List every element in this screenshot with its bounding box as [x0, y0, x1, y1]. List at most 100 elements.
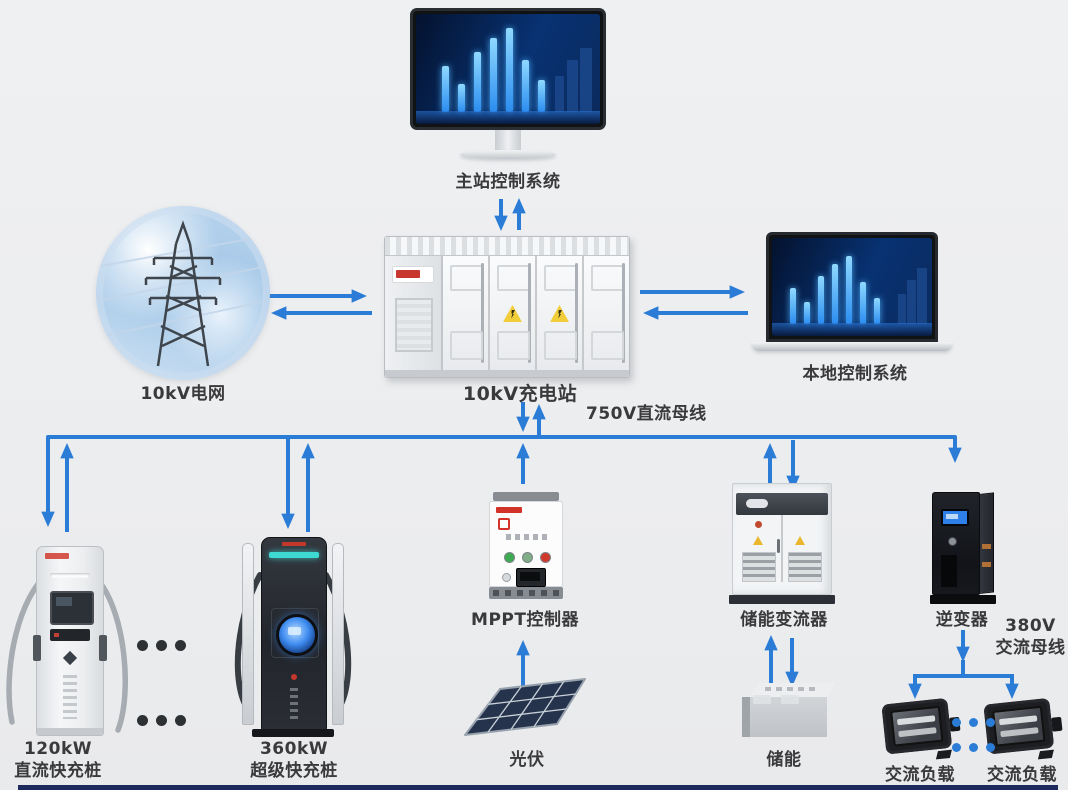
- charger-360kw: [234, 537, 352, 737]
- brand-logo: [45, 553, 69, 559]
- terminal-block: [489, 587, 563, 599]
- card-slot: [50, 573, 90, 578]
- arrows-pcs-bus: [763, 440, 800, 491]
- inverter-plinth: [930, 595, 996, 604]
- arrows-station-laptop: [640, 285, 748, 320]
- ellipsis-dots-blue: [952, 743, 995, 752]
- cabinet-body: [732, 483, 832, 595]
- ac-load-left-label: 交流负载: [885, 765, 955, 785]
- round-screen: [276, 614, 318, 656]
- storage-converter-cabinet: [729, 483, 835, 604]
- ellipsis-dots-blue: [952, 718, 995, 727]
- model-text: [506, 534, 550, 540]
- indicator-dot: [291, 674, 297, 680]
- arrows-station-bus: [516, 402, 546, 436]
- ac-bus-label-line1: 380V: [1005, 616, 1056, 636]
- charger-side-frame: [332, 543, 344, 725]
- station-roof-corrugation: [385, 237, 629, 256]
- station-logo: [392, 266, 434, 283]
- ellipsis-dots-dark: [137, 715, 186, 726]
- mppt-controller: [489, 492, 563, 600]
- bottom-strip: [18, 785, 1058, 790]
- warning-triangle-icon: [550, 305, 569, 322]
- monitor-base: [460, 150, 556, 159]
- ac-load-right-label: 交流负载: [987, 765, 1057, 785]
- door-handle: [777, 539, 780, 553]
- charger-120kw-label: 120kW 直流快充桩: [2, 738, 114, 783]
- bar-chart-display: [416, 14, 600, 124]
- main-control-label: 主站控制系统: [455, 172, 561, 192]
- bar-chart-display: [772, 238, 932, 336]
- station-door: [537, 256, 584, 370]
- status-led-green-dim: [522, 552, 533, 563]
- ac-bus-label: 380V 交流母线: [993, 615, 1068, 660]
- status-led-red: [540, 552, 551, 563]
- inverter-vent: [941, 555, 957, 587]
- charger-360kw-label-line1: 360kW: [259, 739, 329, 759]
- arrows-monitor-station: [494, 198, 526, 231]
- status-led-green: [504, 552, 515, 563]
- station-door: [490, 256, 537, 370]
- monitor-screen: [410, 8, 606, 130]
- grid-photo-circle: [96, 206, 270, 380]
- ac-load-floodlight-left: [879, 693, 961, 762]
- floodlight-body: [881, 697, 953, 755]
- knob: [502, 573, 511, 582]
- charger-cables: [6, 577, 128, 733]
- gun-holster: [99, 635, 107, 661]
- station-label: 10kV充电站: [462, 383, 578, 405]
- floodlight-mount: [1051, 716, 1063, 732]
- station-base-rail: [385, 370, 629, 377]
- monitor-stand: [495, 130, 521, 150]
- station-door: [443, 256, 490, 370]
- charger-text-panel: [63, 675, 77, 719]
- status-light-strip: [269, 552, 319, 558]
- pv-label: 光伏: [509, 750, 545, 770]
- vent-grille: [742, 552, 776, 582]
- inverter-button: [948, 537, 957, 546]
- charger-keypad: [50, 629, 90, 641]
- ess-label: 储能: [766, 750, 802, 770]
- brand-glyph: [498, 518, 510, 530]
- brand-logo: [282, 542, 306, 546]
- charger-screen: [50, 591, 94, 625]
- inverter-cabinet: [930, 492, 996, 604]
- vent-grille: [788, 552, 822, 582]
- cabinet-plinth: [729, 595, 835, 604]
- charger-base: [37, 728, 103, 735]
- floodlight-lens: [992, 705, 1046, 747]
- charger-120kw: [6, 546, 128, 738]
- station-end-panel: [385, 256, 443, 370]
- charger-360kw-label: 360kW 超级快充桩: [234, 738, 354, 783]
- solar-panel: [464, 678, 586, 736]
- gun-holster: [33, 635, 41, 661]
- charger-body: [261, 537, 327, 731]
- charger-base: [252, 729, 334, 737]
- arrows-bus-chargers: [60, 439, 315, 532]
- inverter-screen: [941, 509, 969, 526]
- storage-battery-box: [735, 683, 835, 739]
- floodlight-lens: [890, 705, 944, 747]
- charger-120kw-label-line2: 直流快充桩: [14, 761, 102, 782]
- charger-360kw-label-line2: 超级快充桩: [250, 761, 338, 782]
- charger-side-frame: [242, 543, 254, 725]
- local-control-laptop: [752, 232, 952, 351]
- display-port: [516, 568, 546, 587]
- ac-bus-branch: [908, 660, 1019, 699]
- emergency-button: [62, 650, 78, 666]
- local-control-label: 本地控制系统: [802, 364, 908, 384]
- station-door: [584, 256, 629, 370]
- charger-120kw-label-line1: 120kW: [23, 739, 93, 759]
- battery-label-patch: [753, 695, 771, 704]
- pcs-label: 储能变流器: [740, 610, 828, 630]
- terminal-tab: [982, 544, 991, 549]
- laptop-screen: [766, 232, 938, 342]
- round-sticker: [755, 521, 762, 528]
- ellipsis-dots-dark: [137, 640, 186, 651]
- battery-top-face: [749, 683, 835, 698]
- charger-body: [33, 546, 107, 736]
- warning-triangle-icon: [753, 536, 763, 545]
- screen-frame: [271, 608, 319, 658]
- brand-logo: [496, 507, 522, 513]
